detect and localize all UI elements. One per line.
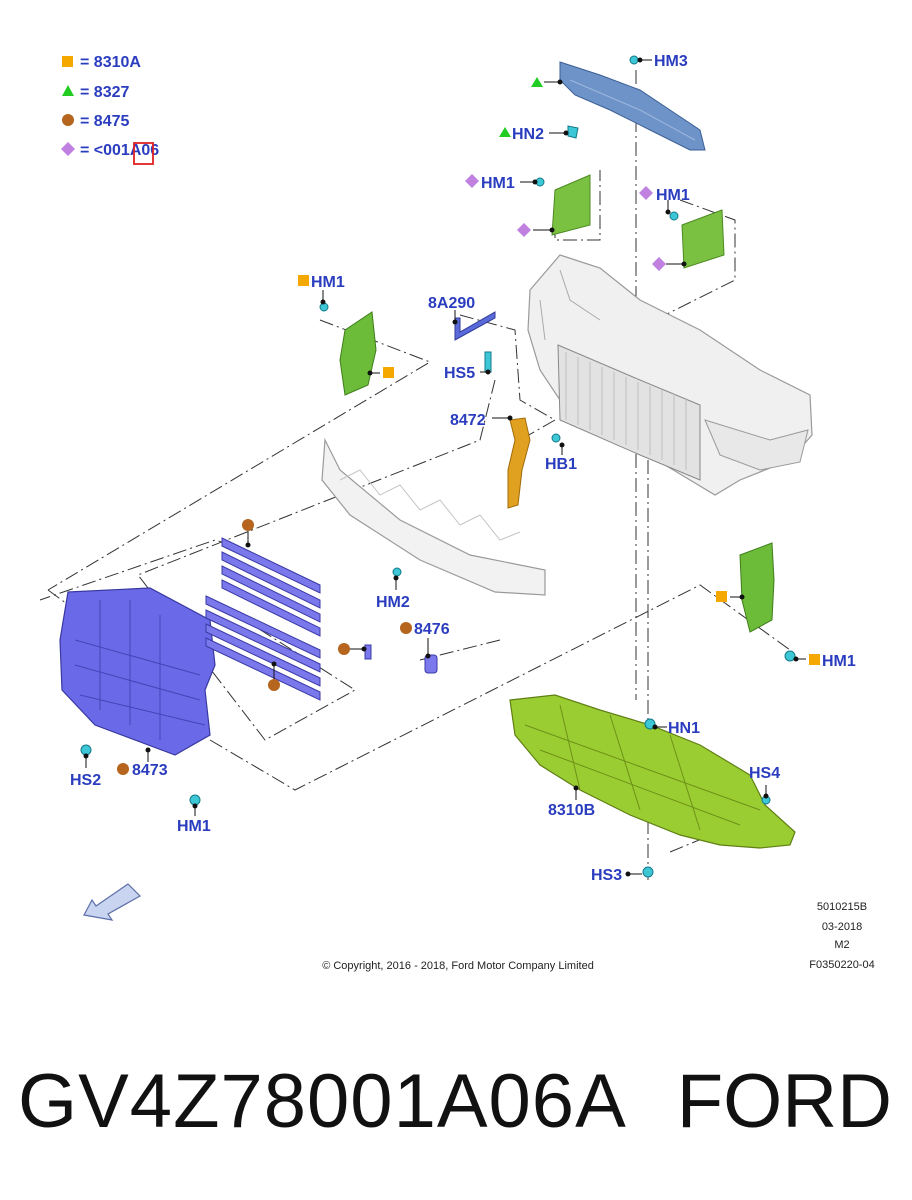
top-cover [559,61,706,151]
brand-name: FORD [676,1059,892,1144]
label-8473: 8473 [132,762,168,779]
label-hs3: HS3 [591,867,622,884]
label-hs2: HS2 [70,772,101,789]
fastener-hb1 [551,433,561,443]
fastener-hm2 [392,567,402,577]
legend-item-8475: = 8475 [80,113,129,130]
legend-diamond-icon [61,142,75,156]
label-hm1-b: HM1 [656,187,690,204]
label-hm1-c: HM1 [311,274,345,291]
bracket-8a290 [454,311,496,341]
label-hb1: HB1 [545,456,577,473]
actuator-8476 [364,644,438,674]
radiator-support [527,254,813,496]
label-hm3: HM3 [654,53,688,70]
air-deflector-right [681,209,725,269]
diamond-icon [652,257,666,271]
label-8a290: 8A290 [428,295,475,312]
label-hn2: HN2 [512,126,544,143]
copyright: © Copyright, 2016 - 2018, Ford Motor Com… [322,960,594,972]
meta-code-3: M2 [834,939,849,951]
parts-diagram: = 8310A = 8327 = 8475 = <001A06 [39,53,875,972]
shutter-blades-lower [205,595,321,701]
fasteners [80,55,796,878]
diamond-icon [639,186,653,200]
label-8472: 8472 [450,412,486,429]
fastener-hm1-b [669,211,679,221]
grille-assembly [59,587,216,756]
diamond-icon [465,174,479,188]
label-hm1-a: HM1 [481,175,515,192]
meta-code-1: 5010215B [817,901,867,913]
leader-lines [83,57,806,877]
callout-labels: HM3 HN2 HM1 HM1 HM1 8A290 HS5 8472 HB1 H… [70,53,856,884]
legend-item-8327: = 8327 [80,84,129,101]
triangle-icon [499,127,511,137]
side-deflector-right [739,542,775,633]
fastener-hn2 [567,125,579,139]
legend: = 8310A = 8327 = 8475 = <001A06 [61,54,159,165]
diamond-icon [517,223,531,237]
circle-icon [338,643,350,655]
part-number: GV4Z78001A06A [18,1059,627,1144]
fastener-hs3 [642,866,654,878]
circle-icon [268,679,280,691]
fastener-hm1-d [784,650,796,662]
label-hn1: HN1 [668,720,700,737]
meta-code-4: F0350220-04 [809,959,874,971]
label-hm1-e: HM1 [177,818,211,835]
label-hm1-d: HM1 [822,653,856,670]
label-hm2: HM2 [376,594,410,611]
triangle-icon [531,77,543,87]
square-icon [383,367,394,378]
legend-item-8310a: = 8310A [80,54,141,71]
legend-circle-icon [62,114,74,126]
side-deflector-left [339,311,377,396]
label-8476: 8476 [414,621,450,638]
fastener-hs5 [484,351,492,373]
label-hs4: HS4 [749,765,780,782]
circle-icon [117,763,129,775]
front-direction-arrow-icon [83,883,141,921]
legend-triangle-icon [62,85,74,96]
square-icon [298,275,309,286]
diagram-meta: 5010215B 03-2018 M2 F0350220-04 © Copyri… [322,901,875,972]
highlight-box [133,142,154,165]
circle-icon [400,622,412,634]
bumper-beam [321,437,546,596]
splash-shield-8310b [509,694,796,849]
legend-item-001a06: = <001A06 [80,142,159,159]
air-deflector-left [551,174,591,236]
label-8310b: 8310B [548,802,595,819]
part-symbols [117,77,820,775]
bracket-8472 [507,417,531,509]
label-hs5: HS5 [444,365,475,382]
fastener-hn1 [644,718,656,730]
square-icon [809,654,820,665]
shutter-blades-upper [221,537,321,637]
meta-code-2: 03-2018 [822,921,862,933]
circle-icon [242,519,254,531]
square-icon [716,591,727,602]
fastener-hm3 [629,55,639,65]
legend-square-icon [62,56,73,67]
